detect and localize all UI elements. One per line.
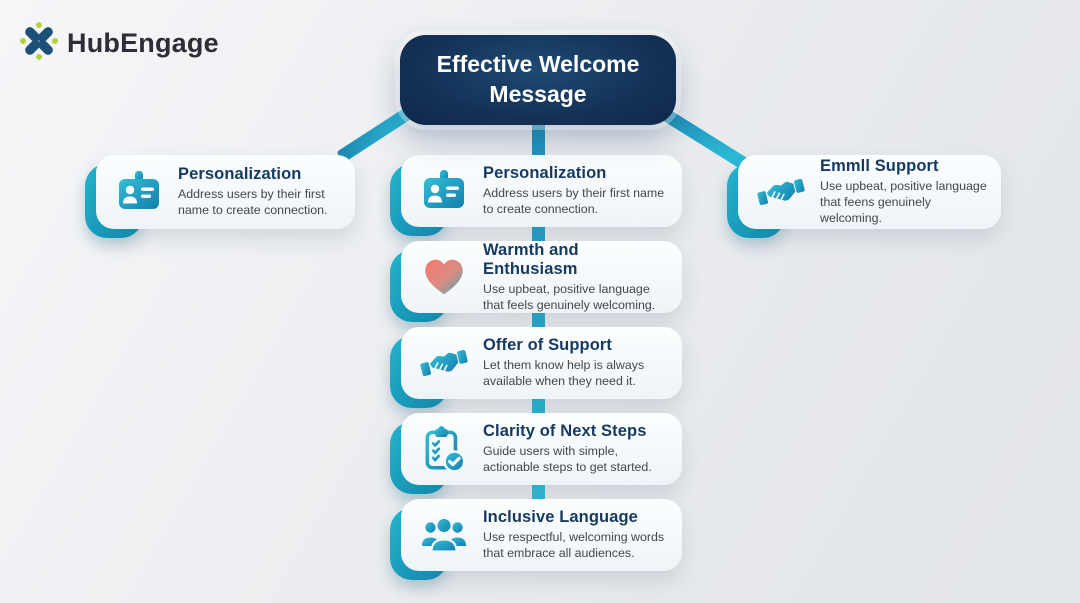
card-description: Use upbeat, positive language that feens… (820, 179, 987, 225)
card-title: Personalization (483, 164, 607, 183)
brand-logo: HubEngage (20, 22, 219, 65)
id-badge-icon (112, 168, 166, 216)
card-description: Let them know help is always available w… (483, 358, 645, 388)
card-emmll-support: Emmll Support Use upbeat, positive langu… (727, 155, 1001, 238)
title-box: Effective Welcome Message (400, 35, 676, 125)
card-title: Emmll Support (820, 157, 939, 176)
heart-icon (417, 254, 471, 300)
card-title: Inclusive Language (483, 508, 638, 527)
card-description: Use respectful, welcoming words that emb… (483, 530, 665, 560)
card-description: Address users by their first name to cre… (483, 186, 665, 216)
card-title: Warmth and Enthusiasm (483, 240, 579, 278)
card-personalization-left: Personalization Address users by their f… (85, 155, 355, 238)
card-warmth-enthusiasm: Warmth and Enthusiasm Use upbeat, positi… (390, 240, 682, 322)
card-description: Address users by their first name to cre… (178, 187, 328, 217)
card-offer-of-support: Offer of Support Let them know help is a… (390, 327, 682, 408)
card-personalization-center: Personalization Address users by their f… (390, 155, 682, 236)
card-inclusive-language: Inclusive Language Use respectful, welco… (390, 499, 682, 580)
card-title: Clarity of Next Steps (483, 422, 647, 441)
clipboard-check-icon (417, 424, 471, 474)
page-title: Effective Welcome Message (436, 51, 640, 107)
card-title: Personalization (178, 165, 302, 184)
people-group-icon (417, 511, 471, 559)
brand-name: HubEngage (67, 28, 219, 58)
card-description: Use upbeat, positive language that feels… (483, 281, 656, 312)
handshake-icon (417, 339, 471, 387)
id-badge-icon (417, 167, 471, 215)
card-title: Offer of Support (483, 336, 612, 355)
card-clarity-next-steps: Clarity of Next Steps Guide users with s… (390, 413, 682, 494)
hubengage-logo-icon (20, 22, 58, 65)
card-description: Guide users with simple, actionable step… (483, 444, 652, 474)
handshake-icon (754, 168, 808, 216)
